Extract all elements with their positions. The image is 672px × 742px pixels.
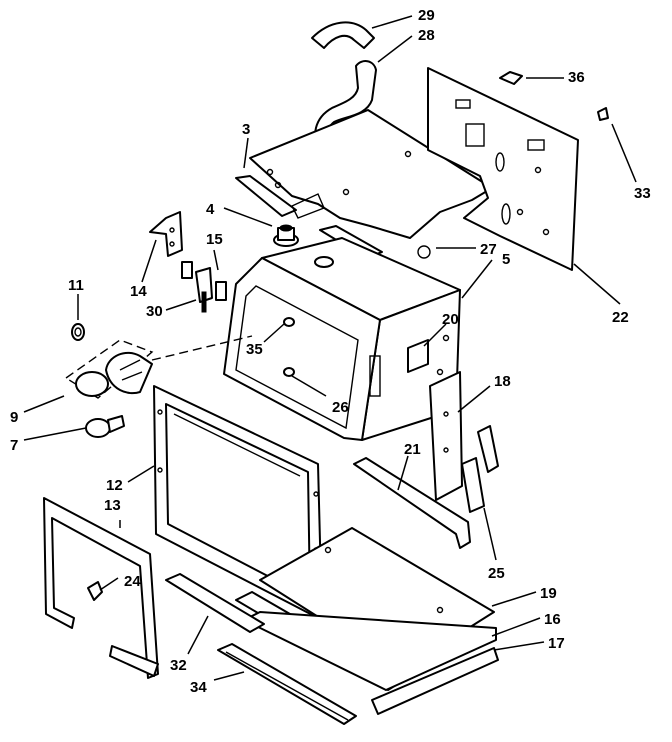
callout-36: 36	[568, 69, 585, 86]
callout-3: 3	[242, 121, 250, 138]
callout-22: 22	[612, 309, 629, 326]
callout-7: 7	[10, 437, 18, 454]
callout-13: 13	[104, 497, 121, 514]
callout-19: 19	[540, 585, 557, 602]
switch-bracket	[149, 211, 183, 257]
callout-26: 26	[332, 399, 349, 416]
callout-33: 33	[634, 185, 651, 202]
side-rail	[353, 457, 471, 549]
callout-18: 18	[494, 373, 511, 390]
front-frame	[153, 385, 323, 621]
callout-28: 28	[418, 27, 435, 44]
callout-25: 25	[488, 565, 505, 582]
door-hinge	[461, 425, 499, 513]
callout-35: 35	[246, 341, 263, 358]
latch	[87, 581, 103, 601]
switch-assembly	[181, 261, 227, 313]
callout-9: 9	[10, 409, 18, 426]
callout-15: 15	[206, 231, 223, 248]
rear-panel	[427, 67, 579, 271]
assembly-line	[151, 335, 253, 361]
mounting-screw	[597, 107, 609, 121]
oven-cavity	[223, 237, 461, 441]
support-rail	[371, 647, 499, 715]
callout-21: 21	[404, 441, 421, 458]
callout-5: 5	[502, 251, 510, 268]
oven-bottom	[235, 527, 497, 691]
hinge-bracket	[429, 371, 463, 501]
door-gasket	[43, 497, 159, 679]
callout-11: 11	[68, 277, 84, 294]
callout-labels: 29 28 36 3 33 4 15 27 5 11 14 30 22 20 3…	[10, 7, 651, 696]
callout-30: 30	[146, 303, 163, 320]
vent-grille	[217, 643, 357, 725]
callout-20: 20	[442, 311, 459, 328]
retainer-clip	[499, 71, 523, 85]
callout-16: 16	[544, 611, 561, 628]
callout-34: 34	[190, 679, 207, 696]
callout-24: 24	[124, 573, 141, 590]
callout-14: 14	[130, 283, 147, 300]
sealing-ring	[71, 323, 85, 341]
leader-lines	[23, 15, 637, 681]
callout-17: 17	[548, 635, 565, 652]
gasket-end	[109, 645, 159, 677]
callout-12: 12	[106, 477, 123, 494]
callout-32: 32	[170, 657, 187, 674]
callout-29: 29	[418, 7, 435, 24]
thermostat-sensor	[273, 224, 299, 247]
light-bulb	[85, 415, 125, 438]
callout-27: 27	[480, 241, 497, 258]
lamp-socket	[64, 339, 154, 399]
callout-4: 4	[206, 201, 215, 218]
trim-bracket	[165, 573, 265, 633]
